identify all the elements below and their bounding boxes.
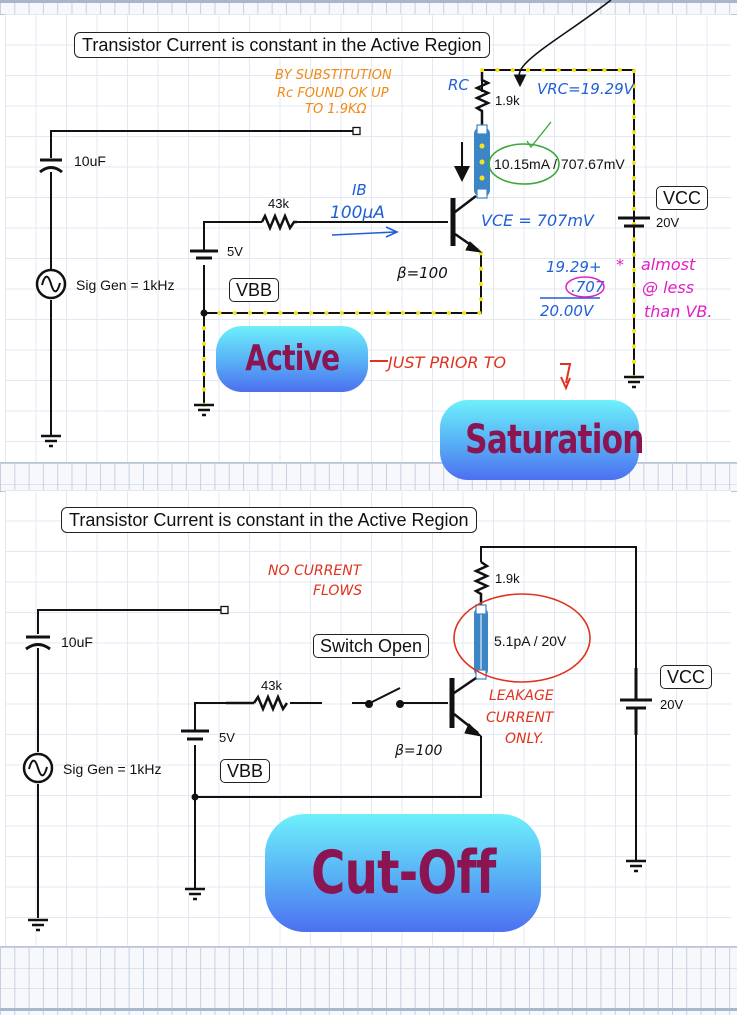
bottom-capacitor-icon [25,635,51,651]
svg-text:almost: almost [641,255,696,274]
top-vbb-battery-icon [190,249,218,260]
top-ground-icon-vbb [194,403,214,417]
top-vcc-voltage-label: 20V [656,215,679,230]
svg-text:LEAKAGE: LEAKAGE [489,688,554,704]
bottom-vbb-voltage-label: 5V [219,730,235,745]
svg-text:*: * [616,255,624,274]
bottom-probe-reading: 5.1pA / 20V [494,633,567,649]
bottom-vcc-voltage-label: 20V [660,697,683,712]
top-collector-resistor-icon [473,72,492,125]
active-region-label: Active [244,338,340,379]
top-check-mark-icon [526,121,552,149]
top-sig-gen-label: Sig Gen = 1kHz [76,277,174,293]
svg-text:@ less: @ less [642,278,694,297]
bottom-sig-gen-label: Sig Gen = 1kHz [63,761,161,777]
bottom-probe-circle-mark [453,593,591,683]
bottom-collector-resistor-label: 1.9k [495,571,520,586]
top-substitution-note: BY SUBSTITUTION Rc FOUND OK UP TO 1.9KΩ [275,68,392,117]
bottom-ground-icon-vcc [626,859,646,873]
top-voltage-sum: 19.29+ .707 20.00V [540,258,605,320]
top-just-prior-annotation: JUST PRIOR TO [385,353,506,372]
top-vbb-label: VBB [229,278,280,302]
top-sig-branch-wires [50,126,361,435]
top-junction-dot [200,309,208,317]
grid-margin-top [0,0,737,15]
bottom-collector-wires [480,546,637,860]
top-pointer-arrow-icon [513,0,612,88]
bottom-leakage-note: LEAKAGE CURRENT ONLY. [486,688,555,747]
top-base-resistor-label: 43k [268,196,289,211]
bottom-vbb-battery-icon [181,729,209,741]
top-collector-resistor-label: 1.9k [495,93,520,108]
top-vcc-battery-icon [618,216,650,228]
bottom-vcc-battery-icon [620,698,652,710]
top-saturation-pointer-icon [560,363,572,391]
grid-margin-bottom [0,946,737,1015]
svg-text:.707: .707 [571,278,605,296]
active-region-button[interactable]: Active [216,326,368,392]
top-ib-value: 100μA [330,203,385,223]
saturation-region-button[interactable]: Saturation [440,400,645,480]
top-circuit: 10uF Sig Gen = 1kHz 43k 5V 1.9k 10.15mA … [35,0,712,448]
bottom-switch-open-label: Switch Open [313,634,430,658]
active-region-canvas [5,14,731,462]
bottom-no-current-note: NO CURRENT FLOWS [268,563,363,599]
top-probe-circle-mark [488,143,560,185]
top-almost-note: * almost @ less than VB. [616,255,712,321]
bottom-junction-dot [191,793,199,801]
svg-text:19.29+: 19.29+ [546,258,602,276]
bottom-beta-annotation: β=100 [394,743,442,759]
bottom-circuit: 10uF Sig Gen = 1kHz 43k 5V 1.9k 5.1pA / … [22,546,683,932]
bottom-npn-transistor-icon [449,676,483,737]
bottom-switch-icon [365,687,404,708]
bottom-sig-gen-icon [22,752,54,784]
top-current-probe [474,124,490,199]
top-base-wires [203,221,448,313]
svg-text:TO 1.9KΩ: TO 1.9KΩ [305,102,367,117]
svg-text:FLOWS: FLOWS [313,583,362,599]
bottom-ground-icon-sig [28,918,48,932]
saturation-region-label: Saturation [465,417,644,463]
svg-text:CURRENT: CURRENT [486,710,555,726]
top-vbb-voltage-label: 5V [227,244,243,259]
top-rc-annotation: RC [448,76,469,94]
svg-text:Rc FOUND OK UP: Rc FOUND OK UP [277,86,389,101]
svg-text:BY SUBSTITUTION: BY SUBSTITUTION [275,68,392,83]
top-sig-gen-icon [35,268,67,300]
top-ib-arrow-icon [331,226,399,238]
bottom-vbb-label: VBB [220,759,271,783]
top-vrc-annotation: VRC=19.29V [537,80,636,98]
cutoff-region-button[interactable]: Cut-Off [265,814,541,932]
top-title-box: Transistor Current is constant in the Ac… [74,32,490,58]
top-vce-annotation: VCE = 707mV [481,211,595,230]
top-beta-annotation: β=100 [396,264,448,282]
top-vce-circle-mark [565,276,605,298]
bottom-vcc-label: VCC [660,665,713,689]
bottom-base-resistor-icon [252,693,289,713]
svg-text:than VB.: than VB. [644,302,712,321]
svg-text:20.00V: 20.00V [540,302,595,320]
top-npn-transistor-icon [450,195,483,253]
top-base-resistor-icon [260,212,297,232]
top-ib-label: IB [352,181,367,199]
cutoff-region-label: Cut-Off [310,838,496,908]
bottom-capacitor-label: 10uF [61,634,93,650]
top-ground-icon-sig [41,434,61,448]
bottom-sig-branch-wires [37,605,229,918]
top-ground-icon-vcc [624,375,644,389]
svg-text:ONLY.: ONLY. [505,731,544,747]
top-capacitor-icon [39,158,63,174]
bottom-ground-icon-vbb [185,887,205,901]
top-capacitor-label: 10uF [74,153,106,169]
svg-text:NO CURRENT: NO CURRENT [268,563,363,579]
top-vcc-label: VCC [656,186,709,210]
bottom-base-resistor-label: 43k [261,678,282,693]
bottom-current-probe [474,604,488,680]
bottom-title-box: Transistor Current is constant in the Ac… [61,507,477,533]
bottom-collector-resistor-icon [472,560,491,605]
